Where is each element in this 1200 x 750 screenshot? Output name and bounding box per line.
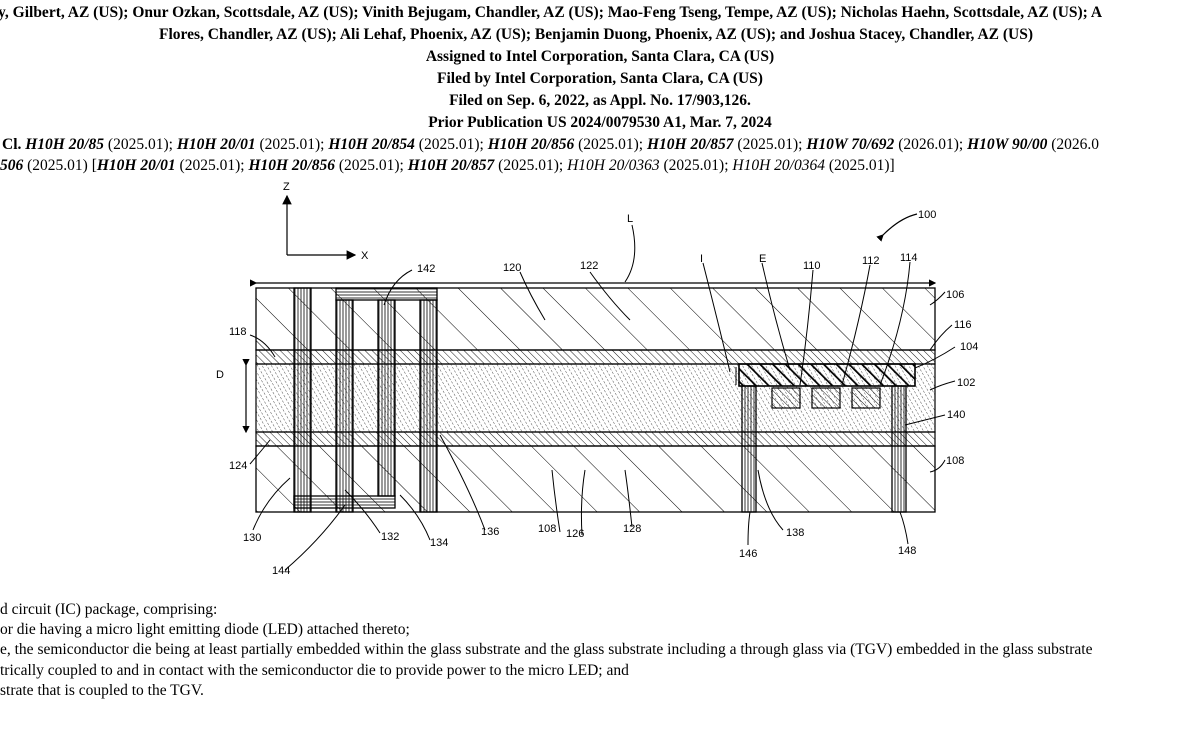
label-120: 120 [503,262,521,274]
label-116: 116 [954,319,972,331]
classification-line-1: Cl. H10H 20/85 (2025.01); H10H 20/01 (20… [2,136,1099,154]
class-year: (2025.01); [107,136,173,153]
filed-by-line: Filed by Intel Corporation, Santa Clara,… [437,70,763,87]
class-code: H10H 20/857 [407,157,495,174]
reference-100: 100 [876,209,936,242]
class-code: H10H 20/01 [176,136,256,153]
class-code: H10W 90/00 [967,136,1048,153]
class-code: H10H 20/856 [487,136,575,153]
axis-z-label: Z [283,181,290,193]
class-year: (2025.01); [338,157,404,174]
claim-line: or die having a micro light emitting dio… [0,621,410,639]
label-L: L [627,213,633,225]
label-122: 122 [580,260,598,272]
claim-line: e, the semiconductor die being at least … [0,641,1093,659]
class-code: H10H 20/857 [647,136,734,153]
label-130: 130 [243,532,261,544]
label-118: 118 [229,326,247,338]
label-136: 136 [481,526,499,538]
class-code: H10H 20/01 [96,157,176,174]
package-cross-section [255,287,936,513]
class-year: (2025.01)] [828,157,895,174]
label-112: 112 [862,255,880,267]
prior-publication-line: Prior Publication US 2024/0079530 A1, Ma… [428,114,772,131]
label-106: 106 [946,289,964,301]
label-108-bottom: 108 [538,523,556,535]
class-code: H10H 20/0363 [567,157,660,174]
class-year: (2025.01) [ [27,157,97,174]
class-year: (2025.01); [578,136,644,153]
label-124: 124 [229,460,247,472]
label-140: 140 [947,409,965,421]
dimension-d: D [216,359,250,434]
label-108-right: 108 [946,455,964,467]
class-code: 506 [0,157,24,174]
class-year: (2026.01); [898,136,964,153]
class-code: H10W 70/692 [806,136,895,153]
label-142: 142 [417,263,435,275]
class-code: H10H 20/856 [248,157,335,174]
class-year: (2025.01); [663,157,729,174]
label-I: I [700,253,703,265]
label-114: 114 [900,252,918,264]
label-102: 102 [957,377,975,389]
patent-figure: Z X 100 [216,181,978,577]
filed-on-line: Filed on Sep. 6, 2022, as Appl. No. 17/9… [449,92,751,109]
label-110: 110 [803,260,821,272]
claim-line: d circuit (IC) package, comprising: [0,601,218,618]
classification-line-2: 506 (2025.01) [H10H 20/01 (2025.01); H10… [0,157,895,175]
ref-100-label: 100 [918,209,936,221]
inventors-line-1: y, Gilbert, AZ (US); Onur Ozkan, Scottsd… [0,4,1103,21]
label-126: 126 [566,528,584,540]
label-132: 132 [381,531,399,543]
inventors-line-2: Flores, Chandler, AZ (US); Ali Lehaf, Ph… [158,26,1033,43]
class-year: (2025.01); [498,157,564,174]
label-E: E [759,253,766,265]
axis-indicator: Z X [282,181,369,262]
label-146: 146 [739,548,757,560]
claim-line: strate that is coupled to the TGV. [0,681,204,699]
label-104: 104 [960,341,978,353]
label-134: 134 [430,537,448,549]
assignee-line: Assigned to Intel Corporation, Santa Cla… [425,48,775,65]
label-128: 128 [623,523,641,535]
leader-lines [249,224,956,571]
label-148: 148 [898,545,916,557]
classification-prefix: Cl. [2,136,22,153]
class-code: H10H 20/0364 [732,157,825,174]
claim-text: d circuit (IC) package, comprising: or d… [0,600,1092,701]
class-year: (2025.01); [737,136,803,153]
class-year: (2026.0 [1051,136,1099,153]
label-138: 138 [786,527,804,539]
class-year: (2025.01); [259,136,325,153]
label-D: D [216,369,224,381]
label-144: 144 [272,565,290,577]
class-year: (2025.01); [179,157,245,174]
class-code: H10H 20/854 [328,136,415,153]
class-year: (2025.01); [418,136,484,153]
axis-x-label: X [361,250,369,262]
reference-numerals: L I E 142 120 122 110 112 114 106 116 10… [229,213,978,577]
claim-line: trically coupled to and in contact with … [0,661,629,679]
class-code: H10H 20/85 [25,136,105,153]
